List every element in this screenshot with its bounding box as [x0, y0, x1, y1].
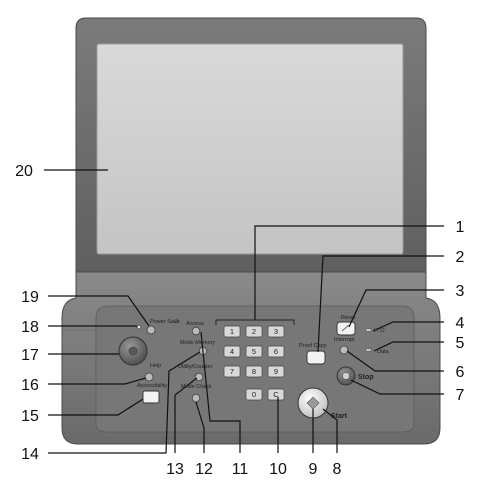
callout-numbers: 1 2 3 4 5 6 7 8 9 10 11 12 13 14 15 16 1…: [15, 163, 464, 478]
help-button[interactable]: [144, 372, 154, 382]
key-4[interactable]: 4: [223, 345, 241, 358]
reset-label: Reset: [341, 315, 356, 321]
key-5-label: 5: [252, 347, 256, 356]
stop-label: Stop: [358, 374, 374, 381]
callout-1: 1: [456, 219, 465, 236]
leader-3: [348, 289, 444, 328]
utility-counter-label: Utility/Counter: [178, 364, 213, 370]
mode-check-button[interactable]: [191, 393, 201, 403]
reset-icon: [341, 324, 350, 332]
callout-3: 3: [456, 283, 465, 300]
key-0-label: 0: [252, 390, 256, 399]
key-clear-label: C: [273, 390, 279, 399]
leader-19: [48, 295, 150, 327]
callout-6: 6: [456, 364, 465, 381]
access-label: Access: [186, 321, 204, 327]
key-7-label: 7: [230, 367, 234, 376]
right-controls: Proof Copy Reset Interrupt I / ⏻ Data St…: [297, 315, 390, 420]
callout-7: 7: [456, 387, 465, 404]
accessibility-label: Accessibility: [137, 383, 167, 389]
callout-8: 8: [333, 461, 342, 478]
leader-14: [48, 351, 201, 454]
callout-18: 18: [21, 319, 39, 336]
key-2-label: 2: [252, 327, 256, 336]
leader-1: [254, 225, 444, 320]
accessibility-button[interactable]: [142, 390, 160, 404]
leader-lines: [44, 169, 444, 454]
key-2[interactable]: 2: [245, 325, 263, 338]
callout-13: 13: [166, 461, 184, 478]
access-button[interactable]: [191, 326, 201, 336]
leader-11: [200, 331, 241, 453]
leader-12: [195, 401, 205, 453]
keypad: 1 2 3 4 5 6 7 8 9 0 C: [215, 319, 295, 401]
device-body: [61, 17, 441, 445]
callout-2: 2: [456, 249, 465, 266]
leader-5: [373, 341, 444, 352]
callout-12: 12: [195, 461, 213, 478]
touch-screen[interactable]: [96, 43, 404, 255]
power-save-label: Power Save: [150, 319, 180, 325]
callout-15: 15: [21, 408, 39, 425]
utility-counter-button[interactable]: [194, 372, 204, 382]
callout-16: 16: [21, 377, 39, 394]
callout-4: 4: [456, 315, 465, 332]
left-controls: Power Save ⏻ Help Accessibility: [118, 318, 180, 404]
interrupt-label: Interrupt: [334, 337, 355, 343]
power-save-indicator: [137, 325, 141, 329]
key-9[interactable]: 9: [267, 365, 285, 378]
power-indicator: [365, 328, 372, 332]
reset-button[interactable]: [336, 321, 356, 336]
callout-5: 5: [456, 335, 465, 352]
data-indicator: [365, 348, 372, 352]
key-1[interactable]: 1: [223, 325, 241, 338]
leader-16: [48, 377, 147, 385]
data-label: Data: [377, 349, 390, 355]
callout-19: 19: [21, 289, 39, 306]
key-6-label: 6: [274, 347, 278, 356]
leader-4: [372, 321, 444, 332]
stop-icon: [342, 372, 350, 380]
callout-17: 17: [21, 347, 39, 364]
start-label: Start: [331, 413, 348, 420]
mode-controls: Access Mode Memory Utility/Counter Mode …: [178, 321, 215, 403]
key-3[interactable]: 3: [267, 325, 285, 338]
dial-knob-center: [128, 346, 138, 356]
key-6[interactable]: 6: [267, 345, 285, 358]
proof-copy-label: Proof Copy: [299, 343, 327, 349]
key-9-label: 9: [274, 367, 278, 376]
leader-2: [317, 255, 444, 353]
proof-copy-button[interactable]: [306, 350, 326, 365]
callout-10: 10: [269, 461, 287, 478]
key-clear[interactable]: C: [267, 388, 285, 401]
mode-memory-label: Mode Memory: [180, 340, 215, 346]
power-save-button[interactable]: [146, 325, 156, 335]
key-3-label: 3: [274, 327, 278, 336]
callout-14: 14: [21, 446, 39, 463]
key-4-label: 4: [230, 347, 234, 356]
key-5[interactable]: 5: [245, 345, 263, 358]
key-1-label: 1: [230, 327, 234, 336]
callout-9: 9: [309, 461, 318, 478]
power-label: I / ⏻: [374, 327, 385, 334]
mode-check-label: Mode Check: [181, 384, 212, 390]
callout-11: 11: [232, 461, 249, 478]
power-save-icon: ⏻: [174, 318, 179, 325]
help-label: Help: [150, 363, 161, 369]
leader-15: [48, 398, 144, 416]
key-8-label: 8: [252, 367, 256, 376]
key-0[interactable]: 0: [245, 388, 263, 401]
leader-13: [174, 377, 198, 453]
leader-7: [350, 379, 444, 395]
leader-8: [322, 408, 338, 453]
callout-20: 20: [15, 163, 33, 180]
key-8[interactable]: 8: [245, 365, 263, 378]
leader-6: [346, 350, 444, 372]
key-7[interactable]: 7: [223, 365, 241, 378]
interrupt-button[interactable]: [339, 345, 349, 355]
